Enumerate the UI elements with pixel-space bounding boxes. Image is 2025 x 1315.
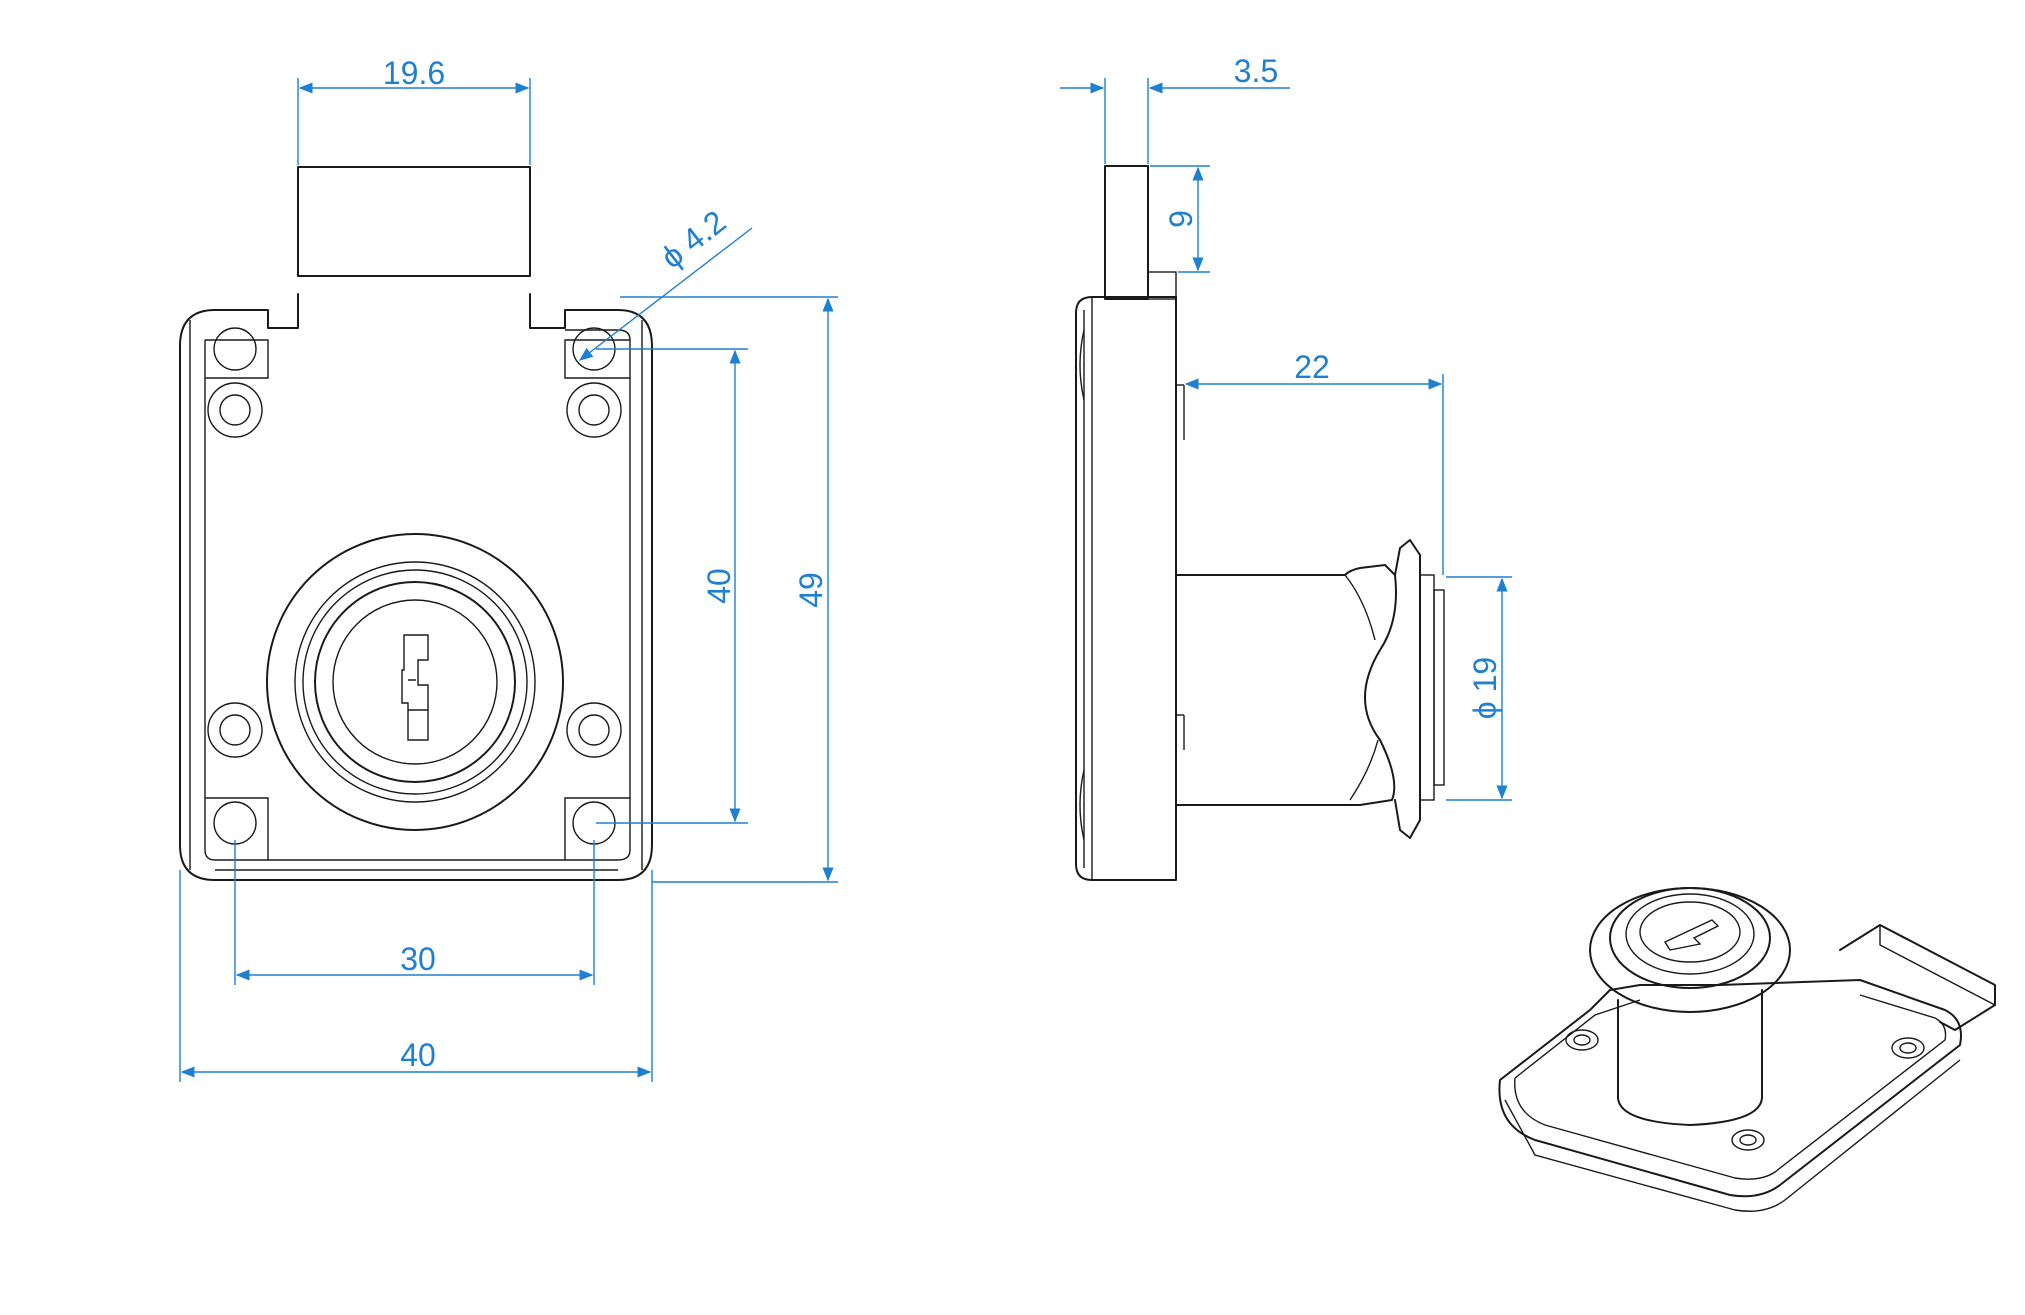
dim-cylinder-length-label: 22 xyxy=(1294,349,1330,385)
side-plate-bump-bottom xyxy=(1079,769,1085,841)
dim-plate-thickness-label: 3.5 xyxy=(1234,53,1278,89)
side-cylinder-groove xyxy=(1344,574,1379,801)
front-housing-outer xyxy=(179,293,653,881)
dim-cylinder-diameter-label: ϕ 19 xyxy=(1467,657,1503,719)
dim-hole-diameter-label: ϕ 4.2 xyxy=(654,203,732,275)
dim-overall-height: 49 xyxy=(620,296,838,883)
keyway xyxy=(401,634,429,741)
dim-bolt-height: 9 xyxy=(1150,165,1210,273)
iso-bolt xyxy=(1839,924,1996,1031)
iso-screw-boss-2 xyxy=(1891,1037,1925,1059)
dim-overall-width-label: 40 xyxy=(400,1037,436,1073)
iso-cylinder-body xyxy=(1617,989,1763,1126)
dim-plate-thickness: 3.5 xyxy=(1060,53,1290,164)
iso-screw-boss-1 xyxy=(1565,1029,1599,1051)
front-pocket-top-left xyxy=(205,339,269,379)
keyway-slot xyxy=(408,679,428,711)
dim-overall-width: 40 xyxy=(179,870,653,1082)
front-screw-boss-bottom-right xyxy=(566,702,622,758)
dim-cylinder-length: 22 xyxy=(1184,349,1444,575)
iso-cylinder-flange xyxy=(1589,887,1791,1013)
dim-cylinder-diameter: ϕ 19 xyxy=(1446,576,1512,801)
iso-cylinder-top-3 xyxy=(1639,901,1741,963)
front-screw-boss-top-left xyxy=(207,382,263,438)
side-plate xyxy=(1075,296,1177,881)
front-housing-rim xyxy=(189,320,643,871)
isometric-view xyxy=(1498,887,1996,1212)
iso-bolt-edge xyxy=(1879,925,1996,1006)
side-cylinder-face-2 xyxy=(1433,589,1445,786)
dim-hole-spacing-vertical: 40 xyxy=(596,348,748,824)
iso-base-lip xyxy=(1504,1059,1961,1212)
front-screw-boss-top-right xyxy=(566,382,622,438)
dim-hole-spacing-horizontal-label: 30 xyxy=(400,941,436,977)
front-pocket-top-right xyxy=(564,339,630,379)
front-screw-boss-bottom-left xyxy=(207,702,263,758)
front-view xyxy=(179,166,653,881)
dim-overall-height-label: 49 xyxy=(793,572,829,608)
side-bolt xyxy=(1104,165,1177,300)
front-hole-top-left xyxy=(213,327,257,371)
dim-hole-spacing-vertical-label: 40 xyxy=(701,568,737,604)
side-plate-bump-top xyxy=(1079,329,1085,401)
front-pocket-bottom-right xyxy=(564,797,630,860)
side-cylinder-body xyxy=(1175,564,1397,806)
dim-bolt-height-label: 9 xyxy=(1163,210,1199,228)
iso-cylinder-top-2 xyxy=(1625,893,1755,975)
iso-cylinder-top xyxy=(1609,887,1771,989)
dim-hole-spacing-horizontal: 30 xyxy=(234,840,595,985)
iso-base-inner xyxy=(1514,994,1947,1180)
dim-hole-diameter: ϕ 4.2 xyxy=(578,203,753,361)
dim-slide-width-label: 19.6 xyxy=(383,55,445,91)
front-cylinder xyxy=(266,533,564,831)
front-bolt xyxy=(297,166,531,277)
front-pocket-bottom-left xyxy=(205,797,269,860)
front-housing-inner xyxy=(204,329,631,861)
side-cylinder-face xyxy=(1419,574,1435,801)
iso-base-outer xyxy=(1498,979,1962,1198)
dim-slide-width: 19.6 xyxy=(297,55,531,165)
front-hole-bottom-left xyxy=(213,801,257,845)
iso-keyway xyxy=(1663,919,1720,951)
iso-screw-boss-3 xyxy=(1731,1129,1765,1151)
side-view xyxy=(1075,165,1445,881)
side-flange xyxy=(1394,539,1421,839)
